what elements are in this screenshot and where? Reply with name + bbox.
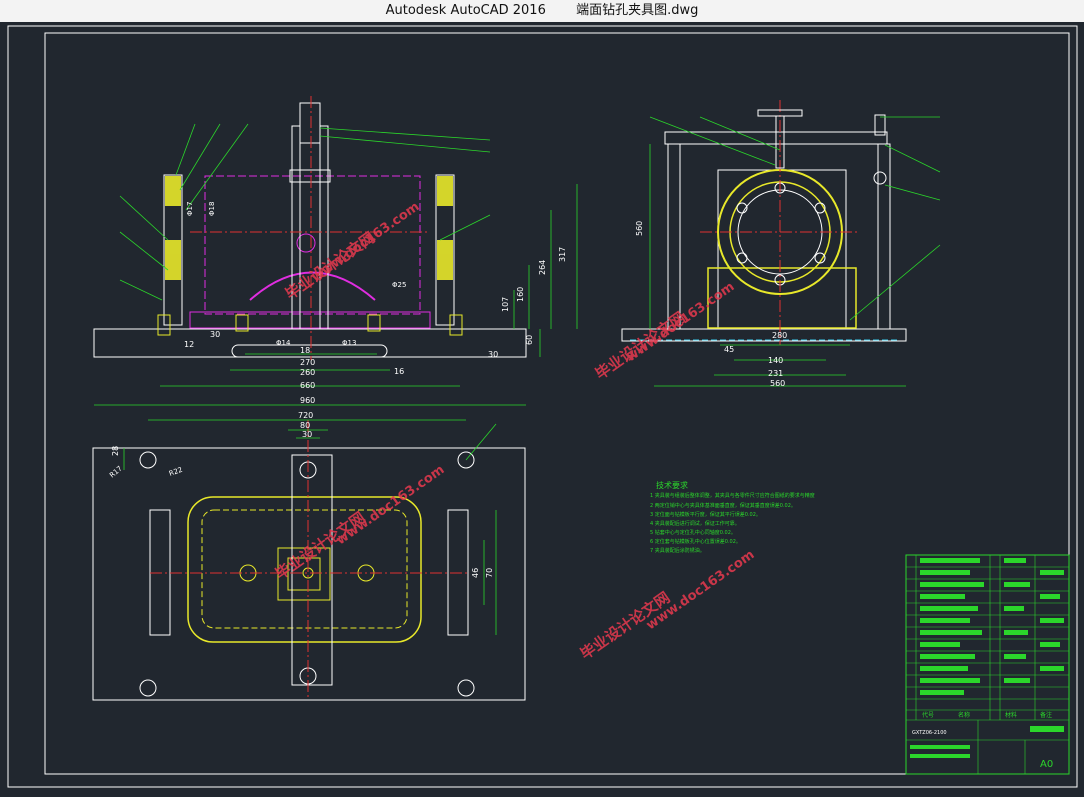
top-view: 720 80 30 28 R17 R22 46 70 (92, 411, 526, 701)
support-pin-left (235, 314, 249, 332)
left-guide-post (291, 125, 301, 330)
tb-header-material: 材料 (1005, 711, 1017, 719)
dim-270: 270 (300, 358, 315, 367)
tech-note-7: 7 夹具装配后涂防锈油。 (650, 547, 705, 554)
dim-960: 960 (300, 396, 315, 405)
tech-note-2: 2 两定位销中心与夹具体基准面垂直度，保证其垂直度误差0.02。 (650, 502, 796, 509)
top-right-block (447, 509, 469, 636)
top-dim-28: 28 (111, 446, 120, 456)
dim-18: 18 (300, 346, 310, 355)
tech-note-1: 1 夹具装与组装后整体调整，其夹具与各零件尺寸应符合图纸的要求与精度 (650, 492, 815, 499)
dim-107: 107 (501, 297, 510, 312)
side-dim-560b: 560 (770, 379, 785, 388)
top-center-boss (277, 547, 331, 601)
title-block: 代号 名称 材料 备注 GXTZ06-2100 A0 (905, 554, 1070, 775)
tech-note-5: 5 钻套中心与定位孔中心同轴度0.02。 (650, 529, 736, 536)
top-dim-r22: R22 (168, 466, 184, 478)
window-title-bar: Autodesk AutoCAD 2016 端面钻孔夹具图.dwg (0, 0, 1084, 22)
workpiece-housing (204, 175, 421, 315)
left-locator-pin (157, 314, 171, 336)
app-title: Autodesk AutoCAD 2016 (385, 3, 546, 18)
support-pin-right (367, 314, 381, 332)
dim-264: 264 (538, 260, 547, 275)
side-view: 560 280 45 140 231 560 (621, 100, 941, 388)
side-dim-140: 140 (768, 356, 783, 365)
top-dim-80: 80 (300, 421, 310, 430)
clamp-bar (289, 169, 331, 183)
side-right-column (877, 143, 891, 330)
dim-660: 660 (300, 381, 315, 390)
workpiece-arch (249, 271, 376, 301)
dia-13: Φ13 (342, 339, 356, 347)
dim-160: 160 (516, 287, 525, 302)
workpiece-base (707, 267, 857, 329)
tech-notes-title: 技术要求 (656, 480, 688, 490)
side-stud (874, 114, 886, 136)
top-base-plate (92, 447, 526, 701)
tb-header-code: 代号 (922, 711, 934, 719)
dia-17: Φ17 (186, 202, 194, 216)
dia-25: Φ25 (392, 281, 406, 289)
screw-rod (775, 115, 785, 169)
top-dim-30: 30 (302, 430, 312, 439)
inner-sheet-border (44, 32, 1070, 775)
watermarks: 毕业设计论文网 www.doc163.com 毕业设计论文网 www.doc16… (272, 199, 757, 663)
top-dim-46: 46 (471, 568, 480, 578)
side-pivot (873, 171, 887, 185)
workpiece-hole (296, 233, 316, 253)
top-workpiece-inner (201, 509, 408, 629)
tech-notes: 技术要求 1 夹具装与组装后整体调整，其夹具与各零件尺寸应符合图纸的要求与精度 … (650, 480, 815, 554)
side-dim-280: 280 (772, 331, 787, 340)
dim-317: 317 (558, 247, 567, 262)
tb-sheet-size: A0 (1040, 759, 1053, 770)
dim-60: 60 (525, 335, 534, 345)
top-dim-70: 70 (485, 568, 494, 578)
tb-header-remarks: 备注 (1040, 711, 1052, 719)
left-clamp-column (163, 174, 183, 326)
dia-14: Φ14 (276, 339, 291, 347)
dim-12: 12 (184, 340, 194, 349)
top-dim-720: 720 (298, 411, 313, 420)
watermark-url-2: www.doc163.com (624, 279, 738, 365)
tb-drawing-number: GXTZ06-2100 (912, 730, 947, 736)
side-base-plate (621, 328, 907, 342)
dia-18: Φ18 (208, 202, 216, 216)
dim-260: 260 (300, 368, 315, 377)
right-guide-post (319, 125, 329, 330)
top-center-boss-inner (287, 557, 321, 591)
watermark-url-1: www.doc163.com (309, 199, 423, 285)
tech-note-4: 4 夹具装配后进行调试，保证工作可靠。 (650, 520, 740, 527)
tech-note-3: 3 定位面与钻模板平行度，保证其平行误差0.02。 (650, 511, 761, 518)
dim-16: 16 (394, 367, 404, 376)
side-left-column (667, 143, 681, 330)
drawing-canvas[interactable]: 317 264 160 107 30 60 16 12 30 18 270 26… (0, 22, 1084, 793)
workpiece-foot (189, 311, 431, 329)
tb-header-name: 名称 (958, 711, 970, 719)
drawing-svg[interactable]: 317 264 160 107 30 60 16 12 30 18 270 26… (0, 22, 1084, 793)
tech-note-6: 6 定位套与钻模板孔中心位置误差0.02。 (650, 538, 741, 545)
front-view: 317 264 160 107 30 60 16 12 30 18 270 26… (93, 96, 578, 406)
outer-sheet-border (7, 25, 1078, 788)
watermark-url-3: www.doc163.com (334, 462, 448, 548)
side-dim-560: 560 (635, 221, 644, 236)
side-dim-45: 45 (724, 345, 734, 354)
dim-30b: 30 (210, 330, 220, 339)
title-block-frame (905, 554, 1070, 775)
file-name: 端面钻孔夹具图.dwg (576, 3, 699, 18)
base-slot (231, 344, 388, 358)
side-dim-231: 231 (768, 369, 783, 378)
dim-30: 30 (488, 350, 498, 359)
top-dim-r17: R17 (108, 465, 124, 480)
top-workpiece-outline (187, 496, 422, 643)
top-clamp-plate (291, 454, 333, 686)
right-clamp-column (435, 174, 455, 326)
drill-bushing (299, 102, 321, 144)
right-locator-pin (449, 314, 463, 336)
